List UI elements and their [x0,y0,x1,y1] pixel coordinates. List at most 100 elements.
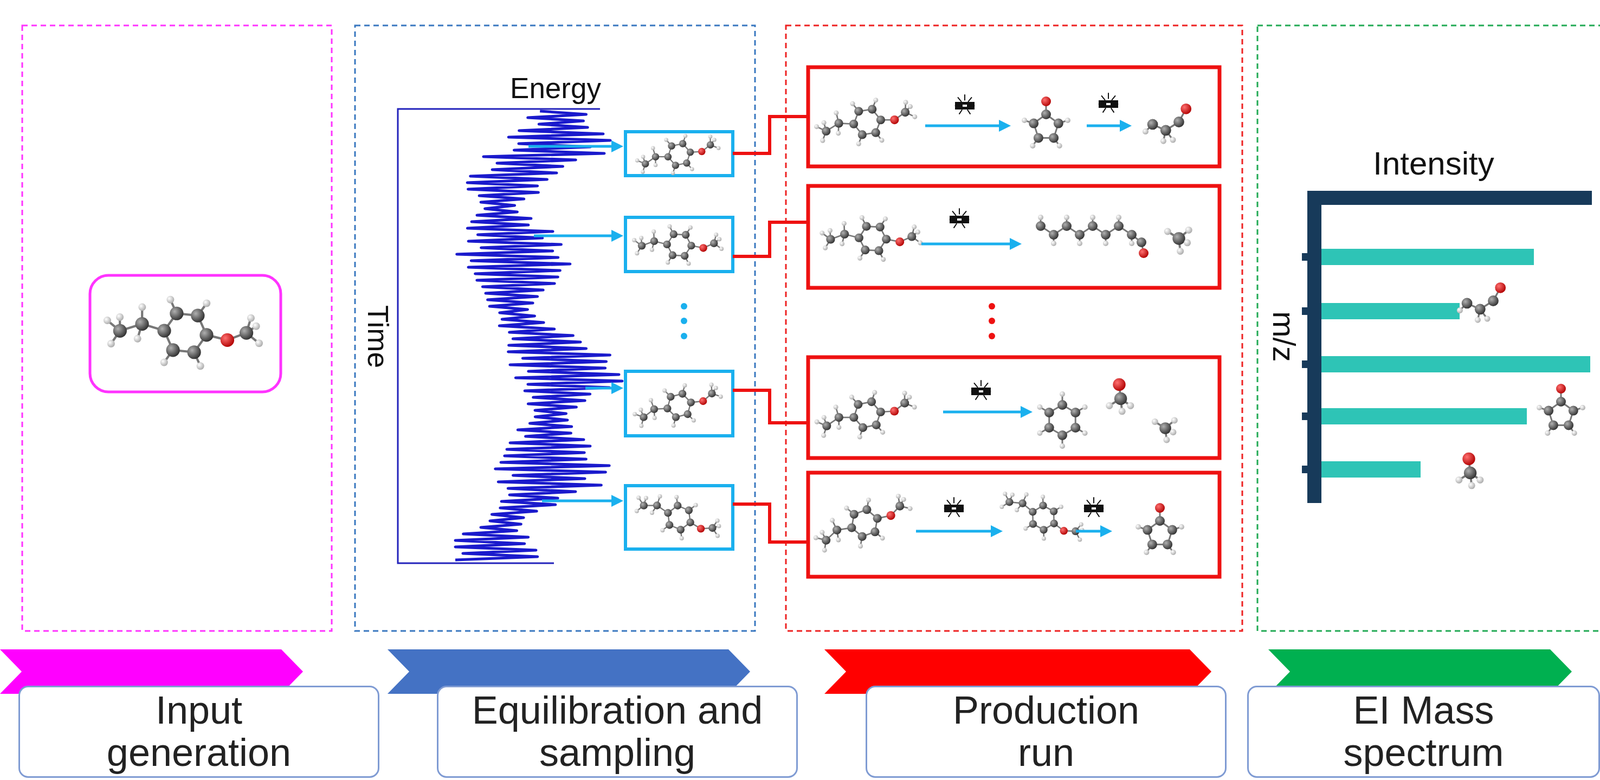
electron-icon [956,512,960,517]
atom [685,506,693,514]
atom [650,237,658,245]
atom [663,508,672,517]
atom [669,230,678,238]
atom [699,397,707,405]
atom [1462,452,1475,466]
atom [681,230,690,239]
atom [1474,304,1486,315]
atom [900,107,910,117]
atom [699,243,707,252]
atom [1118,407,1126,415]
atom [697,524,705,533]
panel [1257,25,1600,631]
sample-box [625,217,733,272]
atom [1041,109,1051,120]
atom [1180,103,1192,115]
atom [640,169,645,174]
atom [196,362,205,370]
atom [662,388,667,393]
atom [1087,221,1098,231]
atom [1170,549,1177,556]
atom [716,146,721,151]
electron-icon [953,223,958,228]
atom [683,410,692,418]
atom [1021,117,1028,124]
panel [355,25,756,631]
atom [1494,282,1506,294]
atom [849,510,859,519]
electron-icon [978,390,984,393]
atom [708,134,713,139]
atom [822,245,828,251]
atom [713,385,719,391]
atom [1142,525,1153,535]
atom [160,358,169,367]
electron-icon [973,382,978,387]
arrow-head [1100,525,1113,538]
atom [813,535,819,541]
atom [687,241,695,250]
atom [841,221,847,227]
atom [1018,499,1027,507]
atom [187,345,202,359]
atom [674,494,679,500]
atom [1023,526,1028,531]
atom [1076,240,1083,247]
atom [688,225,693,230]
atom [115,313,124,321]
electron-icon [1111,95,1116,100]
atom [832,525,842,535]
atom [662,240,671,249]
panel [785,25,1243,631]
atom [715,518,720,524]
atom [872,420,881,430]
axis-title: Intensity [1372,144,1494,183]
atom [1112,378,1126,391]
electron-icon [951,507,957,510]
electron-icon [957,499,961,505]
atom [821,433,827,438]
atom [1039,501,1047,509]
atom [166,343,180,357]
electron-icon [1098,507,1104,509]
atom [133,334,142,343]
stage-label-box: Equilibration and sampling [436,685,798,778]
atom [1024,492,1029,497]
atom [1049,507,1058,515]
atom [1183,239,1191,247]
atom [907,506,913,512]
text-group: EI Mass spectrum [1307,689,1541,774]
atom [166,295,174,304]
atom [202,299,211,307]
atom [1172,231,1185,245]
atom [854,233,864,243]
atom [858,423,868,432]
arrow-head [611,140,624,153]
atom [1151,418,1159,425]
electron-icon [958,208,960,215]
atom [678,389,687,398]
atom [1556,396,1566,407]
atom [879,137,885,143]
atom [1169,428,1177,436]
atom [876,407,886,417]
trajectory-box [808,185,1220,288]
axis-label: m/z [1266,311,1303,362]
atom [1070,422,1081,433]
atom [1036,430,1043,436]
atom [1155,502,1165,513]
atom [639,423,644,429]
atom [199,327,214,342]
atom [1002,491,1008,496]
atom [1173,116,1185,128]
atom [672,161,680,170]
atom [650,146,656,151]
atom [1155,515,1165,526]
atom [653,501,661,509]
electron-icon [1106,102,1111,106]
atom [1171,417,1178,424]
atom [640,501,648,509]
atom [835,537,841,543]
atom [693,502,699,508]
atom [1057,430,1068,441]
